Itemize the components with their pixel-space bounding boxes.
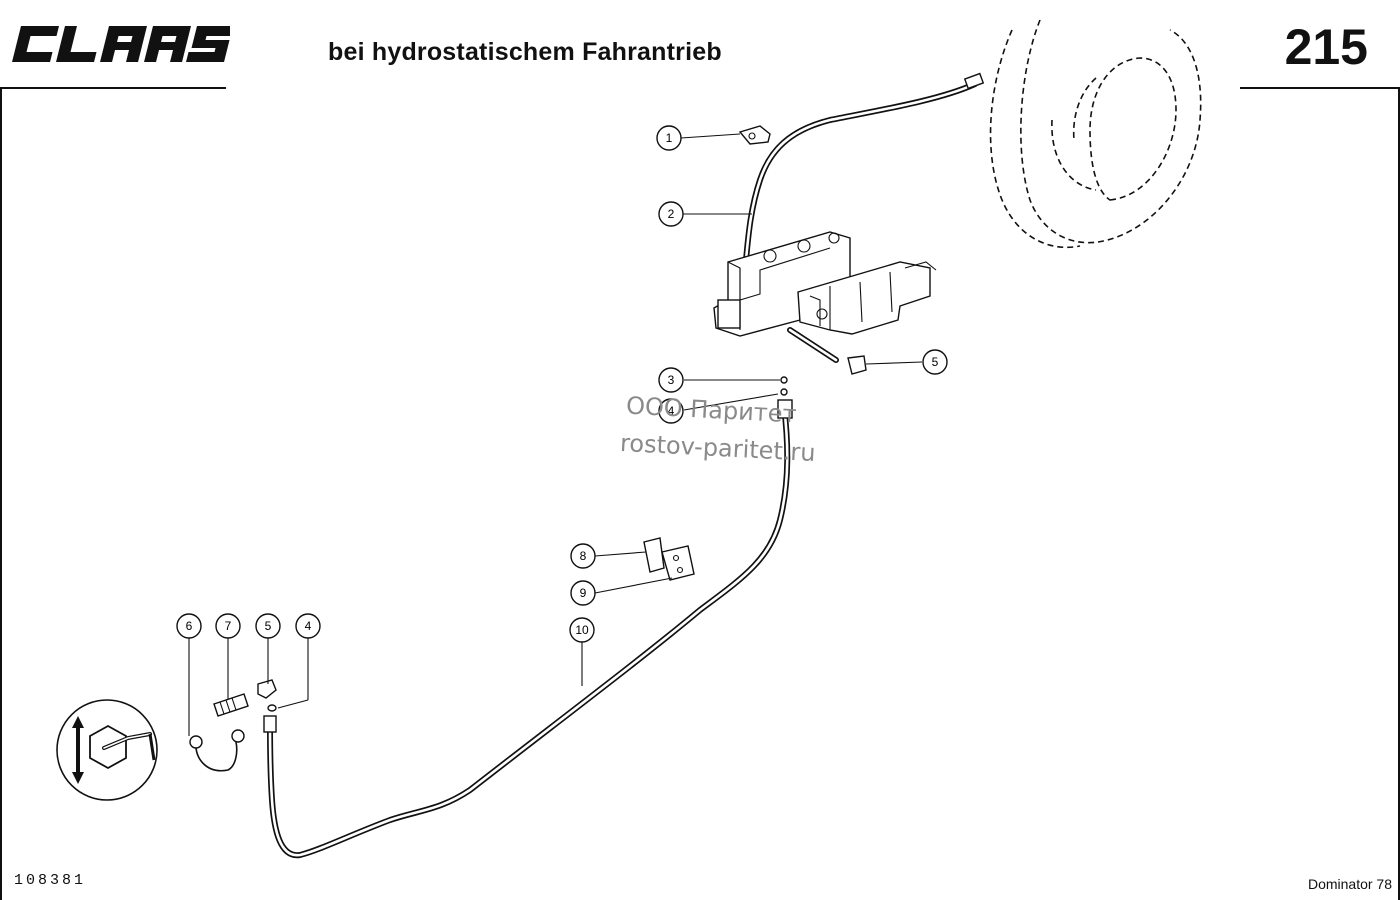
hose-bracket [643, 537, 695, 581]
seal-ring [780, 388, 788, 396]
callout-leaders [188, 133, 923, 736]
callout-4: 4 [658, 398, 684, 424]
frame-right [1398, 87, 1400, 900]
claas-logo [12, 26, 230, 62]
header-rule-right [1240, 87, 1400, 89]
callout-label: 1 [666, 131, 673, 145]
seal-ring [780, 376, 788, 384]
callout-8: 8 [570, 543, 596, 569]
page-title: bei hydrostatischem Fahrantrieb [328, 38, 722, 66]
callout-label: 4 [668, 404, 675, 418]
frame-left [0, 87, 2, 900]
adjustment-symbol-icon [56, 699, 158, 801]
loose-parts [189, 679, 277, 772]
callout-10: 10 [569, 617, 595, 643]
callout-1: 1 [656, 125, 682, 151]
callout-label: 3 [668, 373, 675, 387]
callout-label: 10 [575, 623, 589, 637]
callout-label: 9 [580, 586, 587, 600]
callout-3: 3 [658, 367, 684, 393]
wheel-outline [989, 19, 1202, 249]
header-rule-left [0, 87, 226, 89]
callout-label: 5 [932, 355, 939, 369]
clamp-part [738, 125, 771, 145]
hydraulic-hose [263, 399, 793, 859]
callout-7: 7 [215, 613, 241, 639]
callout-label: 8 [580, 549, 587, 563]
callout-label: 5 [265, 619, 272, 633]
callout-4b: 4 [295, 613, 321, 639]
page-number: 215 [1284, 19, 1368, 75]
callout-label: 7 [225, 619, 232, 633]
callout-label: 2 [668, 207, 675, 221]
callout-6: 6 [176, 613, 202, 639]
callout-label: 6 [186, 619, 193, 633]
callout-label: 4 [305, 619, 312, 633]
callout-5b: 5 [255, 613, 281, 639]
callout-9: 9 [570, 580, 596, 606]
callout-5: 5 [922, 349, 948, 375]
upper-hose [743, 72, 985, 263]
model-name: Dominator 78 [1307, 876, 1392, 892]
drawing-code: 108381 [14, 872, 87, 889]
control-valve-block [713, 231, 937, 375]
callout-2: 2 [658, 201, 684, 227]
